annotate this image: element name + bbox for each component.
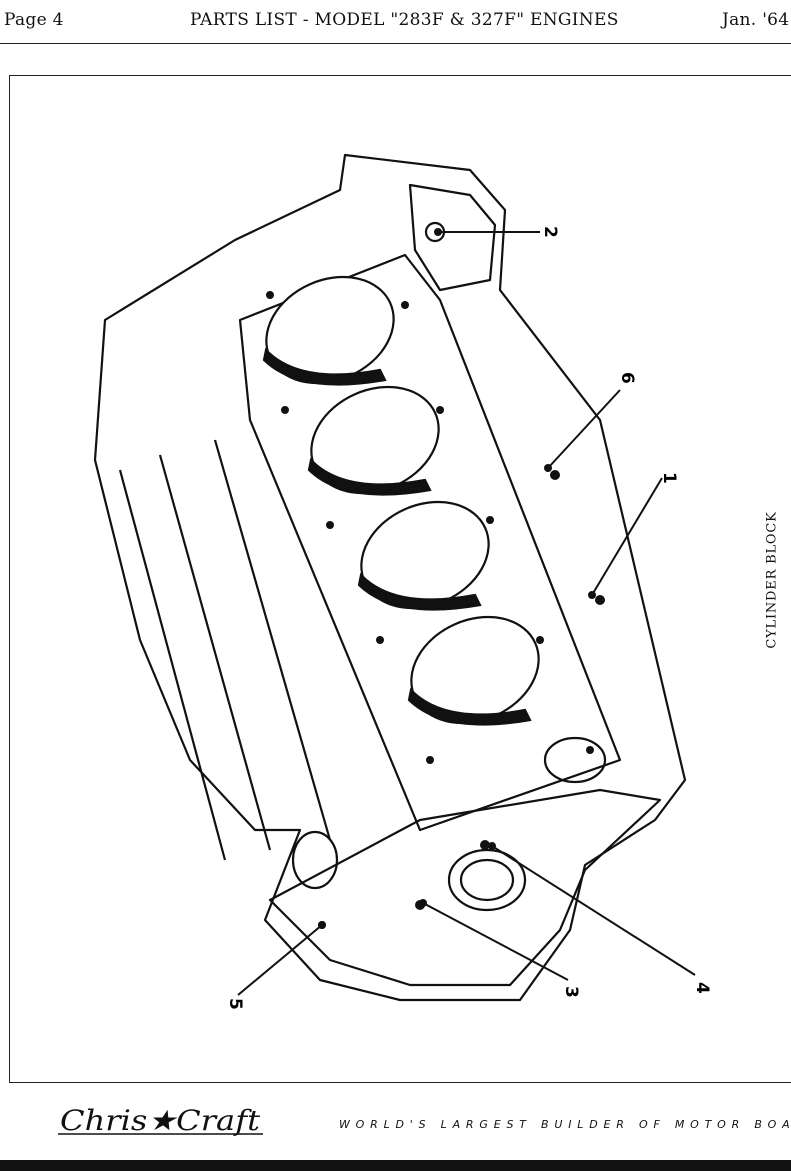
svg-text:Chris★Craft: Chris★Craft [60,1104,261,1137]
bolt-hole [266,291,274,299]
tagline: WORLD'S LARGEST BUILDER OF MOTOR BOATS [339,1118,791,1131]
leader-line-3 [422,902,569,981]
block-outline [93,153,687,1002]
leader-dot [588,591,596,599]
callout-6: 6 [617,372,637,384]
cam-bore [447,848,527,912]
bore-shadow-2 [307,457,432,496]
deck-face [238,253,622,832]
skirt-line [158,454,272,851]
bolt-hole [326,521,334,529]
leader-line-6 [547,389,621,469]
front-face [268,788,662,987]
bolt-hole [480,840,490,850]
leader-dot [318,921,326,929]
leader-dot [488,842,496,850]
chris-craft-logo: Chris★Craft [58,1104,263,1137]
figure-frame [9,75,791,1083]
bolt-hole [281,406,289,414]
header-divider [0,43,791,44]
water-port [543,736,607,784]
document-date: Jan. '64 [722,10,790,30]
bore-shadow-1 [262,347,387,386]
callout-3: 3 [561,986,581,998]
skirt-line [118,469,227,861]
cam-bore-inner [459,858,515,902]
bolt-hole [595,595,605,605]
bolt-hole [586,746,594,754]
bolt-hole [486,516,494,524]
bottom-edge [0,1160,791,1171]
bore-shadow-3 [357,572,482,611]
page-number: Page 4 [4,10,64,30]
leader-line-5 [237,924,323,996]
callout-4: 4 [692,982,712,994]
bore-shadow-4 [407,687,532,726]
callout-5: 5 [225,998,245,1010]
leader-dot [434,228,442,236]
skirt-line [213,439,332,841]
bolt-hole [536,636,544,644]
bolt-hole [376,636,384,644]
leader-dot [419,899,427,907]
bolt-hole [401,301,409,309]
callout-2: 2 [540,226,560,238]
water-port [291,830,339,890]
bolt-hole [550,470,560,480]
callout-1: 1 [659,472,679,484]
rear-boss [408,183,497,292]
leader-dot [544,464,552,472]
leader-line-1 [591,477,663,596]
document-title: PARTS LIST - MODEL "283F & 327F" ENGINES [190,10,619,30]
leader-line-4 [491,845,696,976]
figure-caption: CYLINDER BLOCK [764,511,780,649]
bolt-hole [426,756,434,764]
bolt-hole [436,406,444,414]
